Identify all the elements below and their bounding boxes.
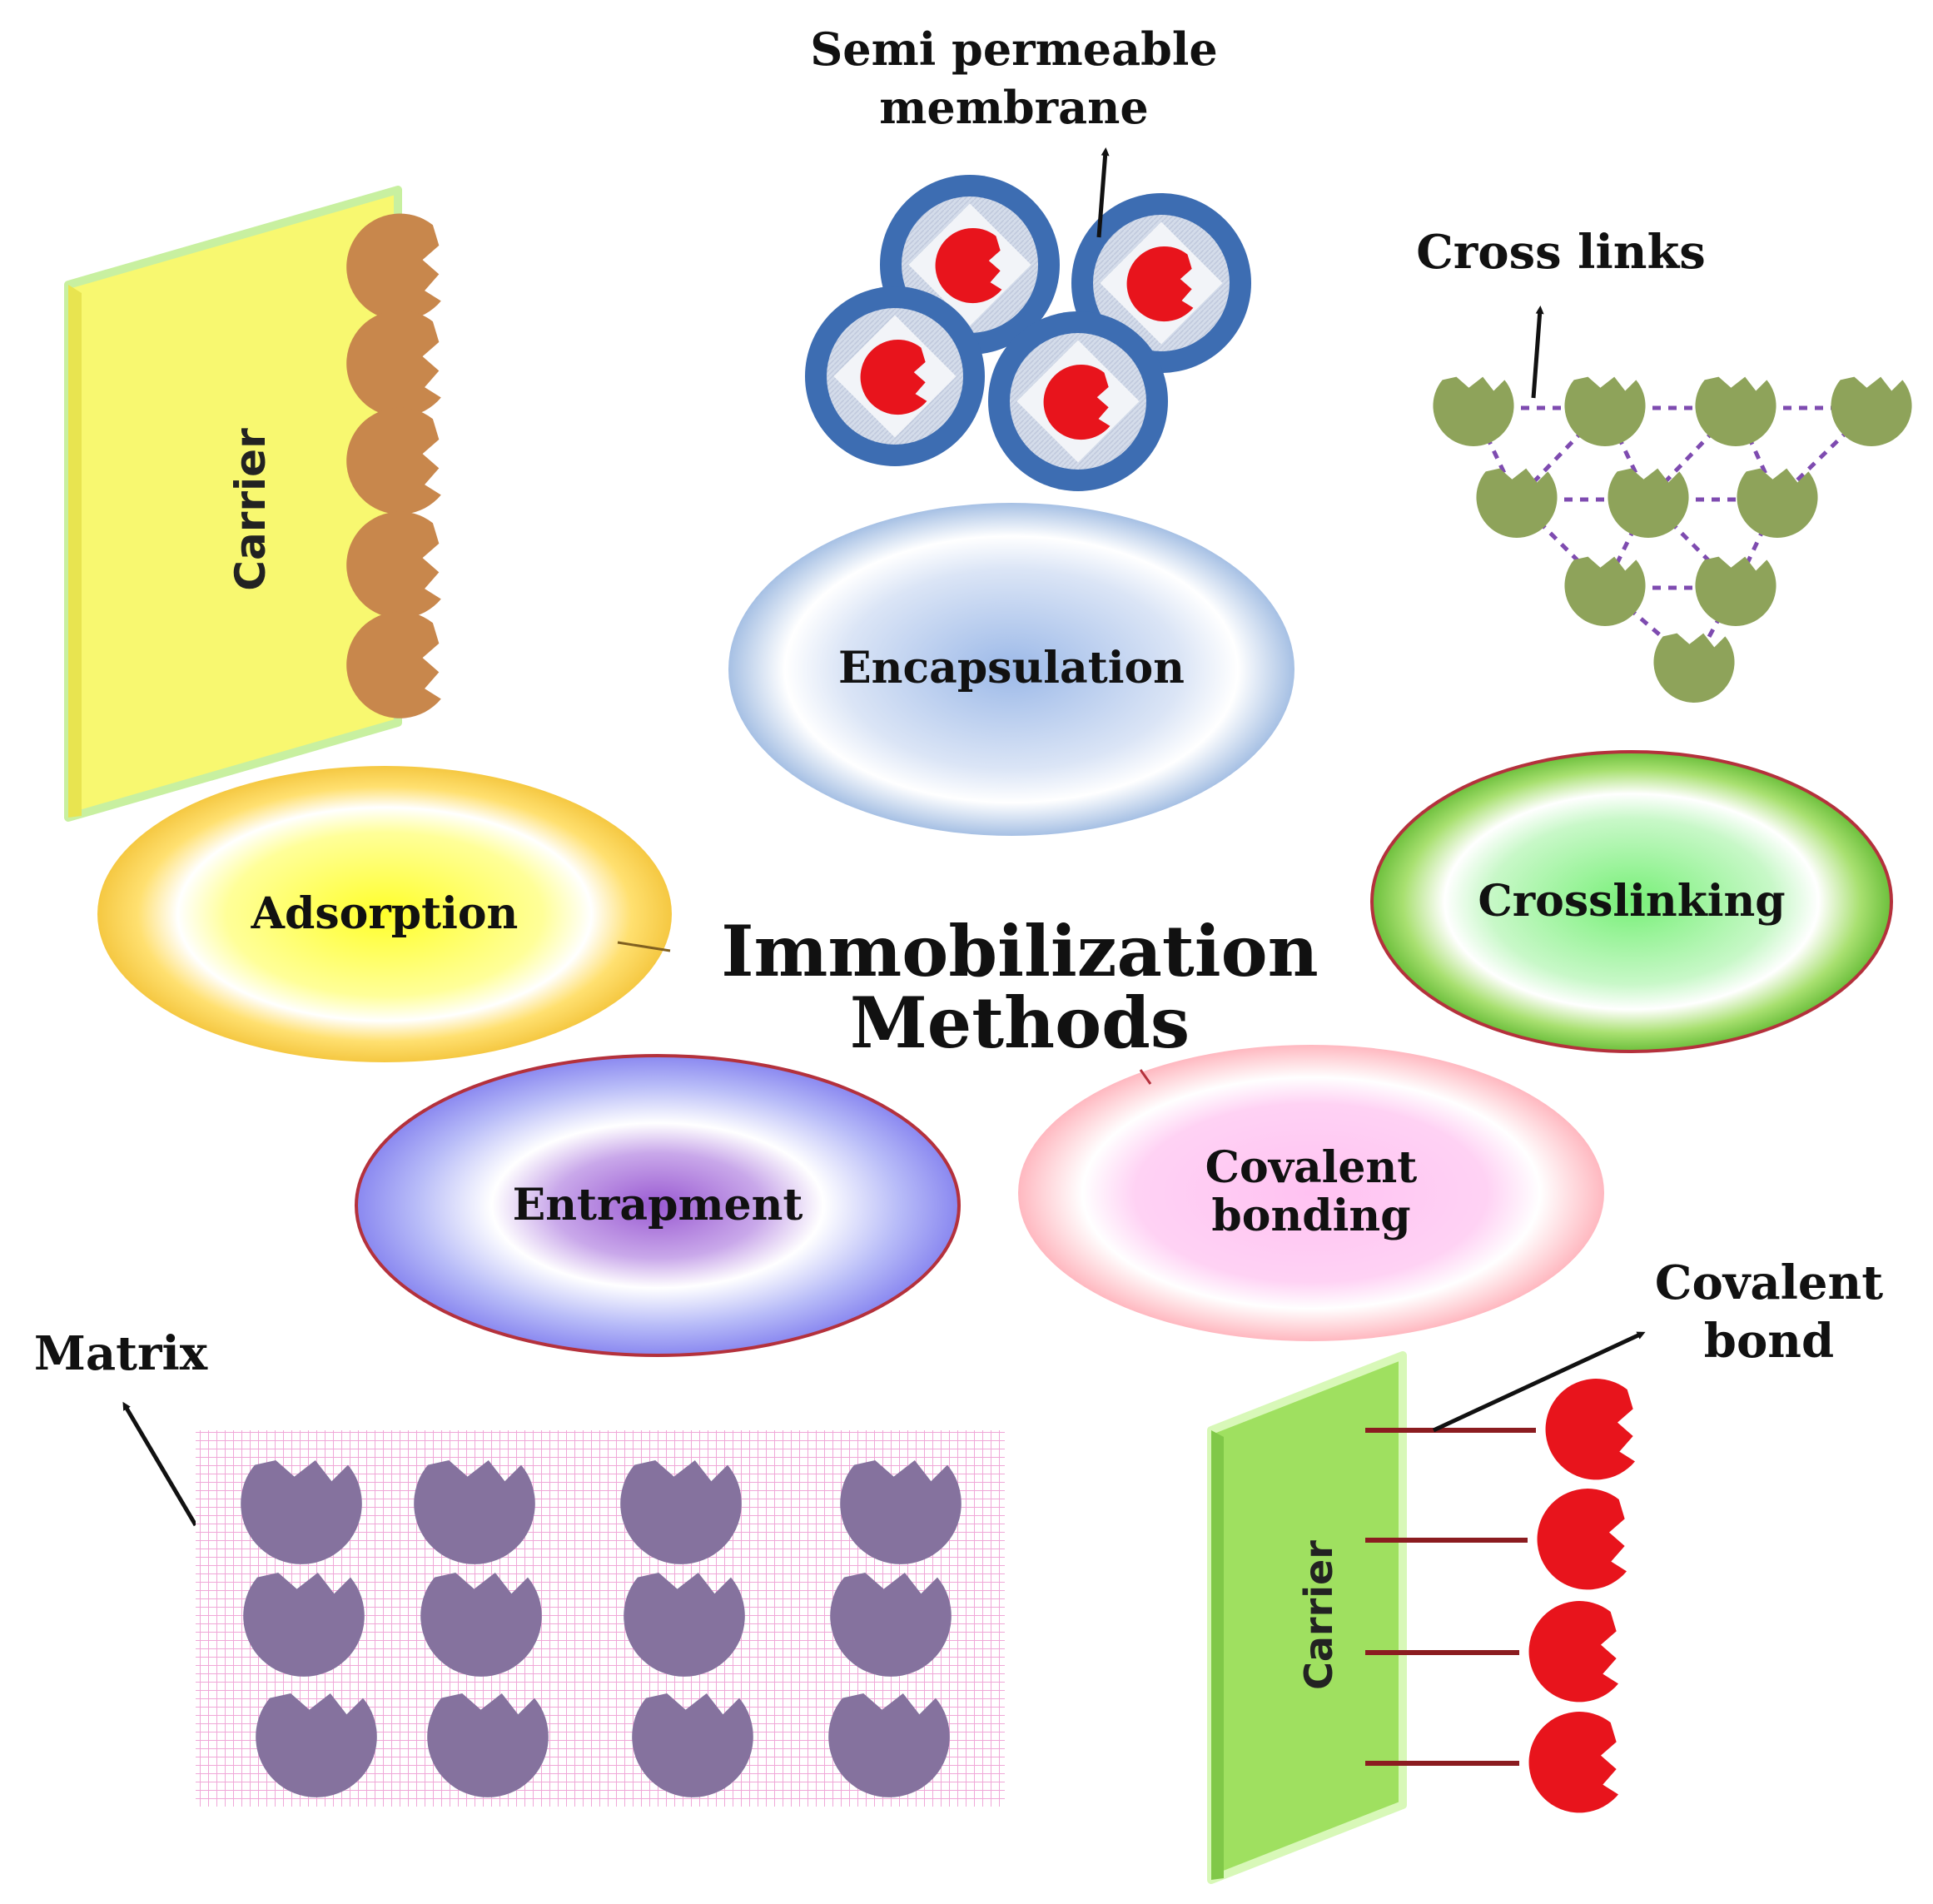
method-encapsulation-label: Encapsulation bbox=[838, 643, 1185, 693]
method-covalent-label-line2: bonding bbox=[1211, 1191, 1410, 1241]
encapsulation-illustration: Semi permeable membrane bbox=[805, 22, 1251, 491]
covalent-bonds bbox=[1365, 1428, 1536, 1766]
method-crosslinking: Crosslinking bbox=[1370, 750, 1893, 1053]
cross-links-arrow bbox=[1531, 306, 1544, 399]
capsules bbox=[805, 175, 1251, 491]
membrane-label-line1: Semi permeable bbox=[810, 22, 1217, 76]
adsorption-illustration: Carrier bbox=[64, 186, 441, 822]
membrane-label-line2: membrane bbox=[879, 81, 1148, 134]
diagram-title-line1: Immobilization bbox=[721, 910, 1319, 992]
carrier-right-label: Carrier bbox=[1296, 1540, 1341, 1690]
method-adsorption: Adsorption bbox=[97, 766, 672, 1062]
covalent-bond-arrow bbox=[1432, 1331, 1646, 1433]
crosslinked-enzymes bbox=[1433, 376, 1912, 703]
covalent-illustration: Carrier Covalent bond bbox=[1207, 1255, 1883, 1884]
method-adsorption-label: Adsorption bbox=[251, 888, 519, 939]
matrix-arrow bbox=[122, 1401, 198, 1527]
adsorbed-enzymes bbox=[346, 213, 441, 718]
crosslinked-enzyme bbox=[1433, 376, 1514, 446]
covalent-bond-label-line2: bond bbox=[1704, 1314, 1834, 1369]
covalent-enzyme bbox=[1528, 1601, 1618, 1703]
covalent-enzyme bbox=[1537, 1489, 1627, 1590]
cross-links-label: Cross links bbox=[1416, 225, 1706, 280]
crosslinked-enzyme bbox=[1695, 556, 1776, 626]
crosslink-lines bbox=[1471, 405, 1873, 666]
method-entrapment: Entrapment bbox=[355, 1054, 961, 1357]
method-crosslinking-label: Crosslinking bbox=[1478, 876, 1785, 927]
capsule bbox=[805, 286, 985, 466]
method-encapsulation: Encapsulation bbox=[728, 503, 1294, 836]
covalent-bond-label-line1: Covalent bbox=[1655, 1255, 1883, 1310]
method-covalent-label-line1: Covalent bbox=[1205, 1142, 1418, 1193]
covalent-enzymes bbox=[1528, 1379, 1635, 1813]
matrix-label: Matrix bbox=[34, 1326, 208, 1381]
diagram-title-line2: Methods bbox=[850, 982, 1190, 1064]
method-covalent-bonding: Covalent bonding bbox=[1018, 1045, 1604, 1341]
crosslinking-illustration: Cross links bbox=[1416, 225, 1912, 703]
method-entrapment-label: Entrapment bbox=[513, 1180, 803, 1230]
crosslinked-enzyme bbox=[1653, 633, 1735, 703]
capsule bbox=[988, 311, 1168, 491]
covalent-enzyme bbox=[1545, 1379, 1635, 1480]
membrane-arrow bbox=[1096, 147, 1110, 238]
crosslinked-enzyme bbox=[1737, 468, 1818, 538]
carrier-left-label: Carrier bbox=[226, 428, 275, 591]
crosslinked-enzyme bbox=[1564, 556, 1646, 626]
entrapment-illustration: Matrix bbox=[34, 1326, 1005, 1807]
covalent-enzyme bbox=[1528, 1712, 1618, 1813]
